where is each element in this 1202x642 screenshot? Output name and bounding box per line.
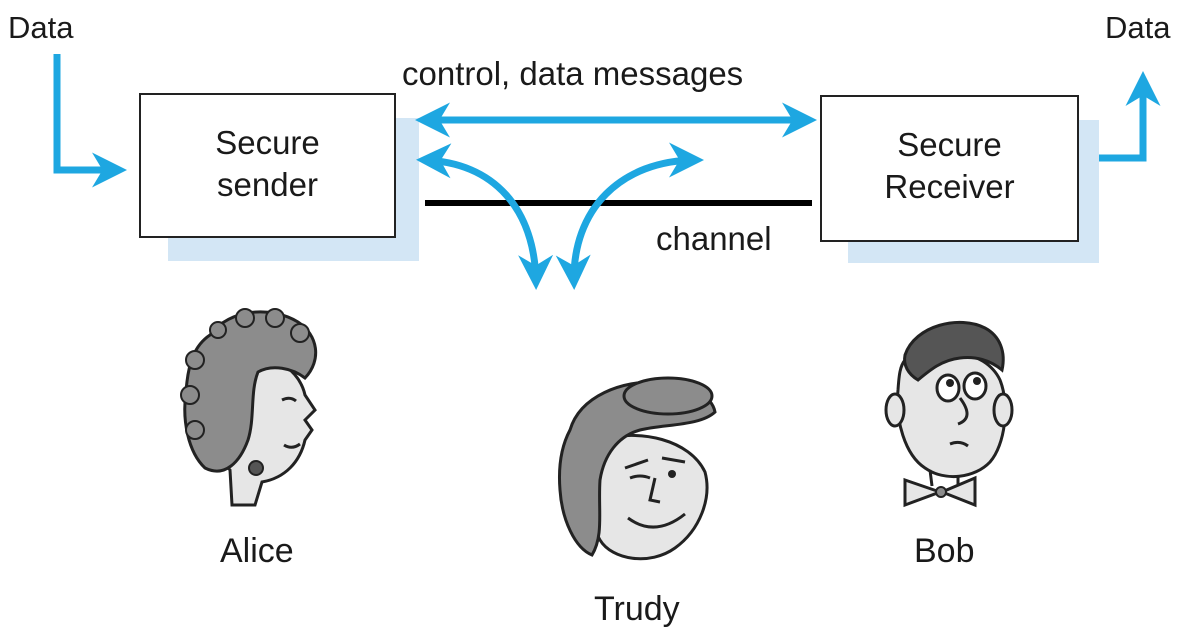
receiver-line1: Secure — [897, 126, 1002, 163]
sender-box — [139, 93, 396, 238]
alice-label: Alice — [220, 532, 294, 570]
bob-label: Bob — [914, 532, 975, 570]
messages-label: control, data messages — [402, 55, 744, 92]
alice-figure — [180, 308, 318, 507]
trudy-figure — [558, 376, 717, 561]
data-out-label: Data — [1105, 10, 1171, 45]
receiver-box-label: Secure Receiver — [821, 124, 1078, 208]
trudy-label: Trudy — [594, 590, 680, 628]
sender-line1: Secure — [215, 124, 320, 161]
receiver-box — [820, 95, 1079, 242]
data-out-arrow — [1099, 71, 1161, 162]
receiver-line2: Receiver — [884, 168, 1015, 205]
data-in-arrow — [53, 54, 127, 188]
sender-line2: sender — [217, 166, 318, 203]
bob-figure — [884, 320, 1014, 508]
data-in-label: Data — [8, 10, 74, 45]
intercept-arrow-right — [555, 142, 704, 290]
channel-label: channel — [656, 220, 772, 257]
intercept-arrow-left — [416, 143, 554, 290]
sender-box-label: Secure sender — [140, 122, 395, 206]
